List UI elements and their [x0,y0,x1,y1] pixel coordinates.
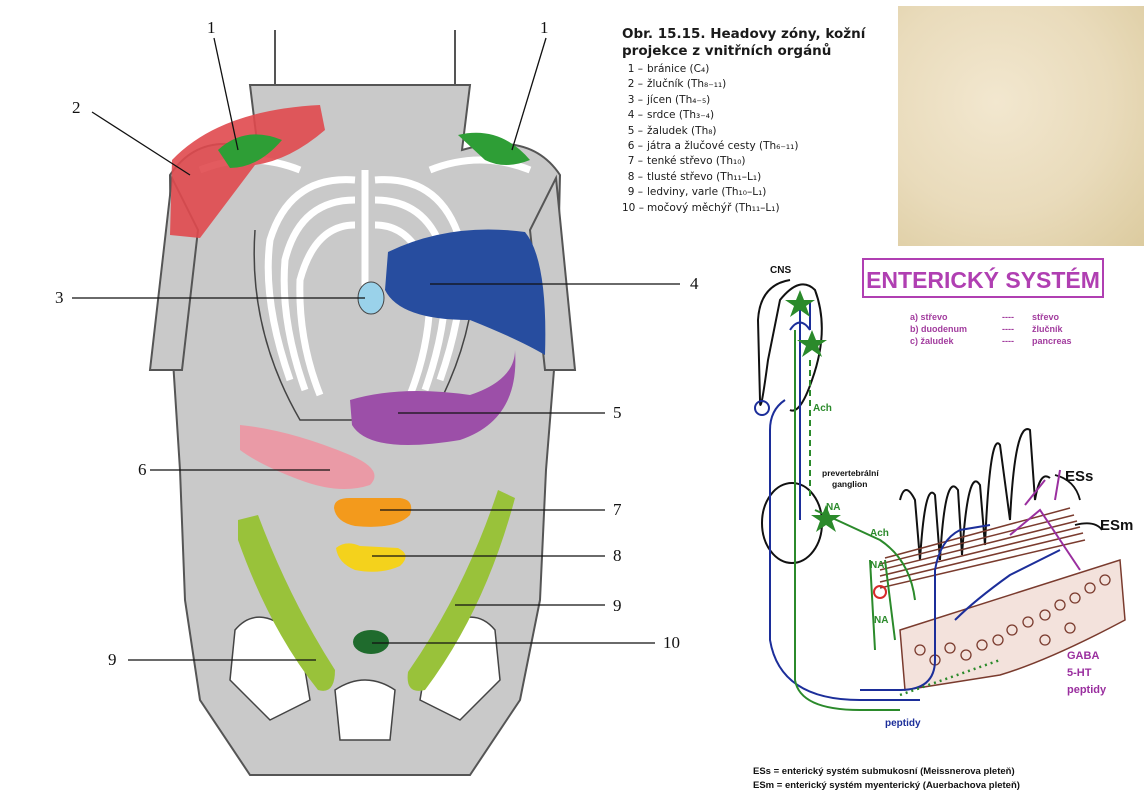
label-na-1: NA [826,502,840,513]
zone-10-bladder [353,630,389,654]
legend-item: 10 –močový měchýř (Th₁₁–L₁) [622,201,887,216]
caption-title-line1: Obr. 15.15. Headovy zóny, kožní [622,26,865,42]
label-4: 4 [690,274,699,294]
green-pathways [795,330,915,710]
pair-row: c) žaludek----pancreas [910,335,1072,347]
label-prevertebral-2: ganglion [832,479,867,489]
footnote-ess: ESs = enterický systém submukosní (Meiss… [753,766,1015,777]
pair-row: b) duodenum----žlučník [910,323,1072,335]
pair-row: a) střevo----střevo [910,311,1072,323]
red-neuron [874,586,886,598]
footnote-esm: ESm = enterický systém myenterický (Auer… [753,780,1020,791]
legend-item: 5 –žaludek (Th₈) [622,124,887,139]
legend-item: 8 –tlusté střevo (Th₁₁–L₁) [622,170,887,185]
label-ach-1: Ach [813,403,832,414]
label-1-left: 1 [207,18,216,38]
caption-title: Obr. 15.15. Headovy zóny, kožní projekce… [622,26,887,60]
enteric-pairs: a) střevo----střevo b) duodenum----žlučn… [910,311,1072,347]
label-10: 10 [663,633,680,653]
label-6: 6 [138,460,147,480]
label-2: 2 [72,98,81,118]
label-5: 5 [613,403,622,423]
label-9-right: 9 [613,596,622,616]
enteric-title: ENTERICKÝ SYSTÉM [862,258,1104,298]
label-peptidy-blue: peptidy [885,718,921,729]
legend-item: 6 –játra a žlučové cesty (Th₆₋₁₁) [622,139,887,154]
legend-item: 9 –ledviny, varle (Th₁₀–L₁) [622,185,887,200]
label-cns: CNS [770,265,791,276]
label-8: 8 [613,546,622,566]
villi-outline [900,429,1050,560]
label-gaba: GABA [1067,650,1099,662]
label-1-right: 1 [540,18,549,38]
green-dotted-pathway [900,660,1000,695]
label-9-left: 9 [108,650,117,670]
blue-neuron [755,401,769,415]
legend-item: 2 –žlučník (Th₈₋₁₁) [622,77,887,92]
figure-caption: Obr. 15.15. Headovy zóny, kožní projekce… [622,26,887,216]
legend-item: 1 –bránice (C₄) [622,62,887,77]
cns-outline [758,280,822,411]
label-3: 3 [55,288,64,308]
label-na-3: NA [874,615,888,626]
parchment-texture [898,6,1144,246]
label-esm: ESm [1100,517,1133,534]
label-ach-2: Ach [870,528,889,539]
label-5ht: 5-HT [1067,667,1091,679]
zone-legend: 1 –bránice (C₄) 2 –žlučník (Th₈₋₁₁) 3 –j… [622,62,887,216]
legend-item: 7 –tenké střevo (Th₁₀) [622,154,887,169]
blue-pathways [770,300,1060,700]
purple-pathways [1010,470,1080,570]
label-na-2: NA [870,560,884,571]
label-peptidy-purple: peptidy [1067,684,1106,696]
label-7: 7 [613,500,622,520]
muscle-layer [880,508,1085,588]
ganglion-outline [762,483,822,563]
neck [275,30,455,85]
torso-illustration [0,0,700,804]
caption-title-line2: projekce z vnitřních orgánů [622,43,831,59]
legend-item: 4 –srdce (Th₃₋₄) [622,108,887,123]
label-prevertebral-1: prevertebrální [822,468,879,478]
legend-item: 3 –jícen (Th₄₋₅) [622,93,887,108]
label-ess: ESs [1065,468,1093,485]
